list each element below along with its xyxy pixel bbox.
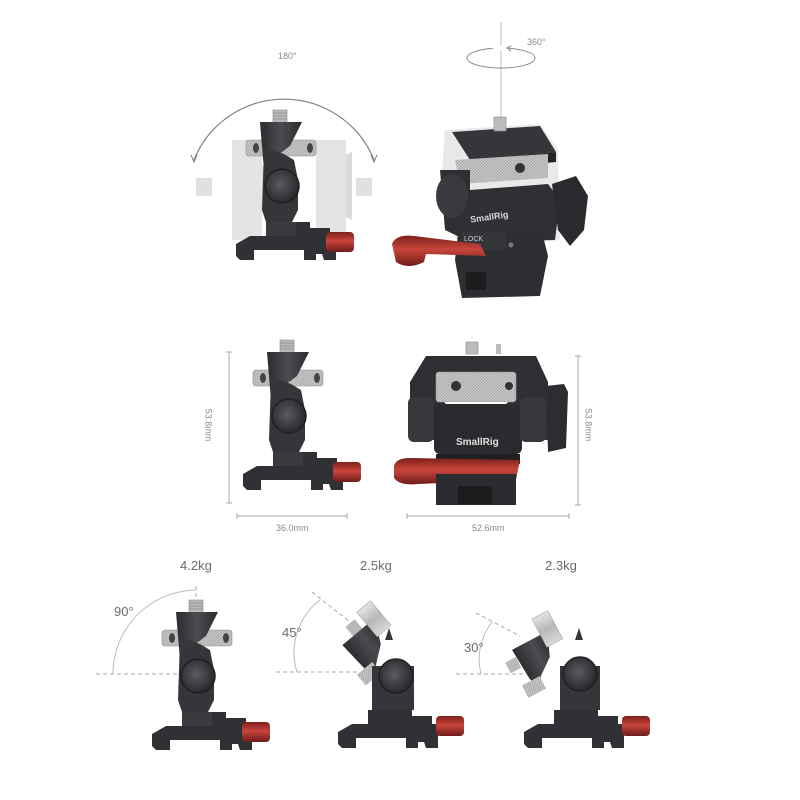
right-height-label: 53.8mm bbox=[583, 408, 594, 442]
angle-label-30: 30° bbox=[464, 640, 484, 655]
lock-text: LOCK bbox=[464, 236, 484, 243]
rotation-180-label: 180° bbox=[278, 51, 297, 61]
load-capacity-90: 4.2kg bbox=[180, 558, 212, 573]
rotation-360-label: 360° bbox=[527, 37, 546, 47]
load-capacity-45: 2.5kg bbox=[360, 558, 392, 573]
top-right-mount bbox=[392, 22, 588, 298]
load-capacity-30: 2.3kg bbox=[545, 558, 577, 573]
left-width-label: 36.0mm bbox=[276, 523, 309, 533]
mount-tilt-30 bbox=[505, 610, 650, 748]
middle-right-mount-front bbox=[394, 341, 568, 505]
angle-label-45: 45° bbox=[282, 625, 302, 640]
mount-tilt-45 bbox=[338, 600, 464, 748]
angle-guide-45 bbox=[276, 591, 360, 673]
angle-label-90: 90° bbox=[114, 604, 134, 619]
ghost-positions bbox=[196, 140, 372, 240]
right-width-label: 52.6mm bbox=[472, 523, 505, 533]
angle-guide-30 bbox=[456, 612, 540, 675]
brand-text-middle: SmallRig bbox=[456, 437, 499, 448]
rotation-arc-180 bbox=[193, 98, 375, 161]
left-height-label: 53.8mm bbox=[203, 408, 214, 442]
